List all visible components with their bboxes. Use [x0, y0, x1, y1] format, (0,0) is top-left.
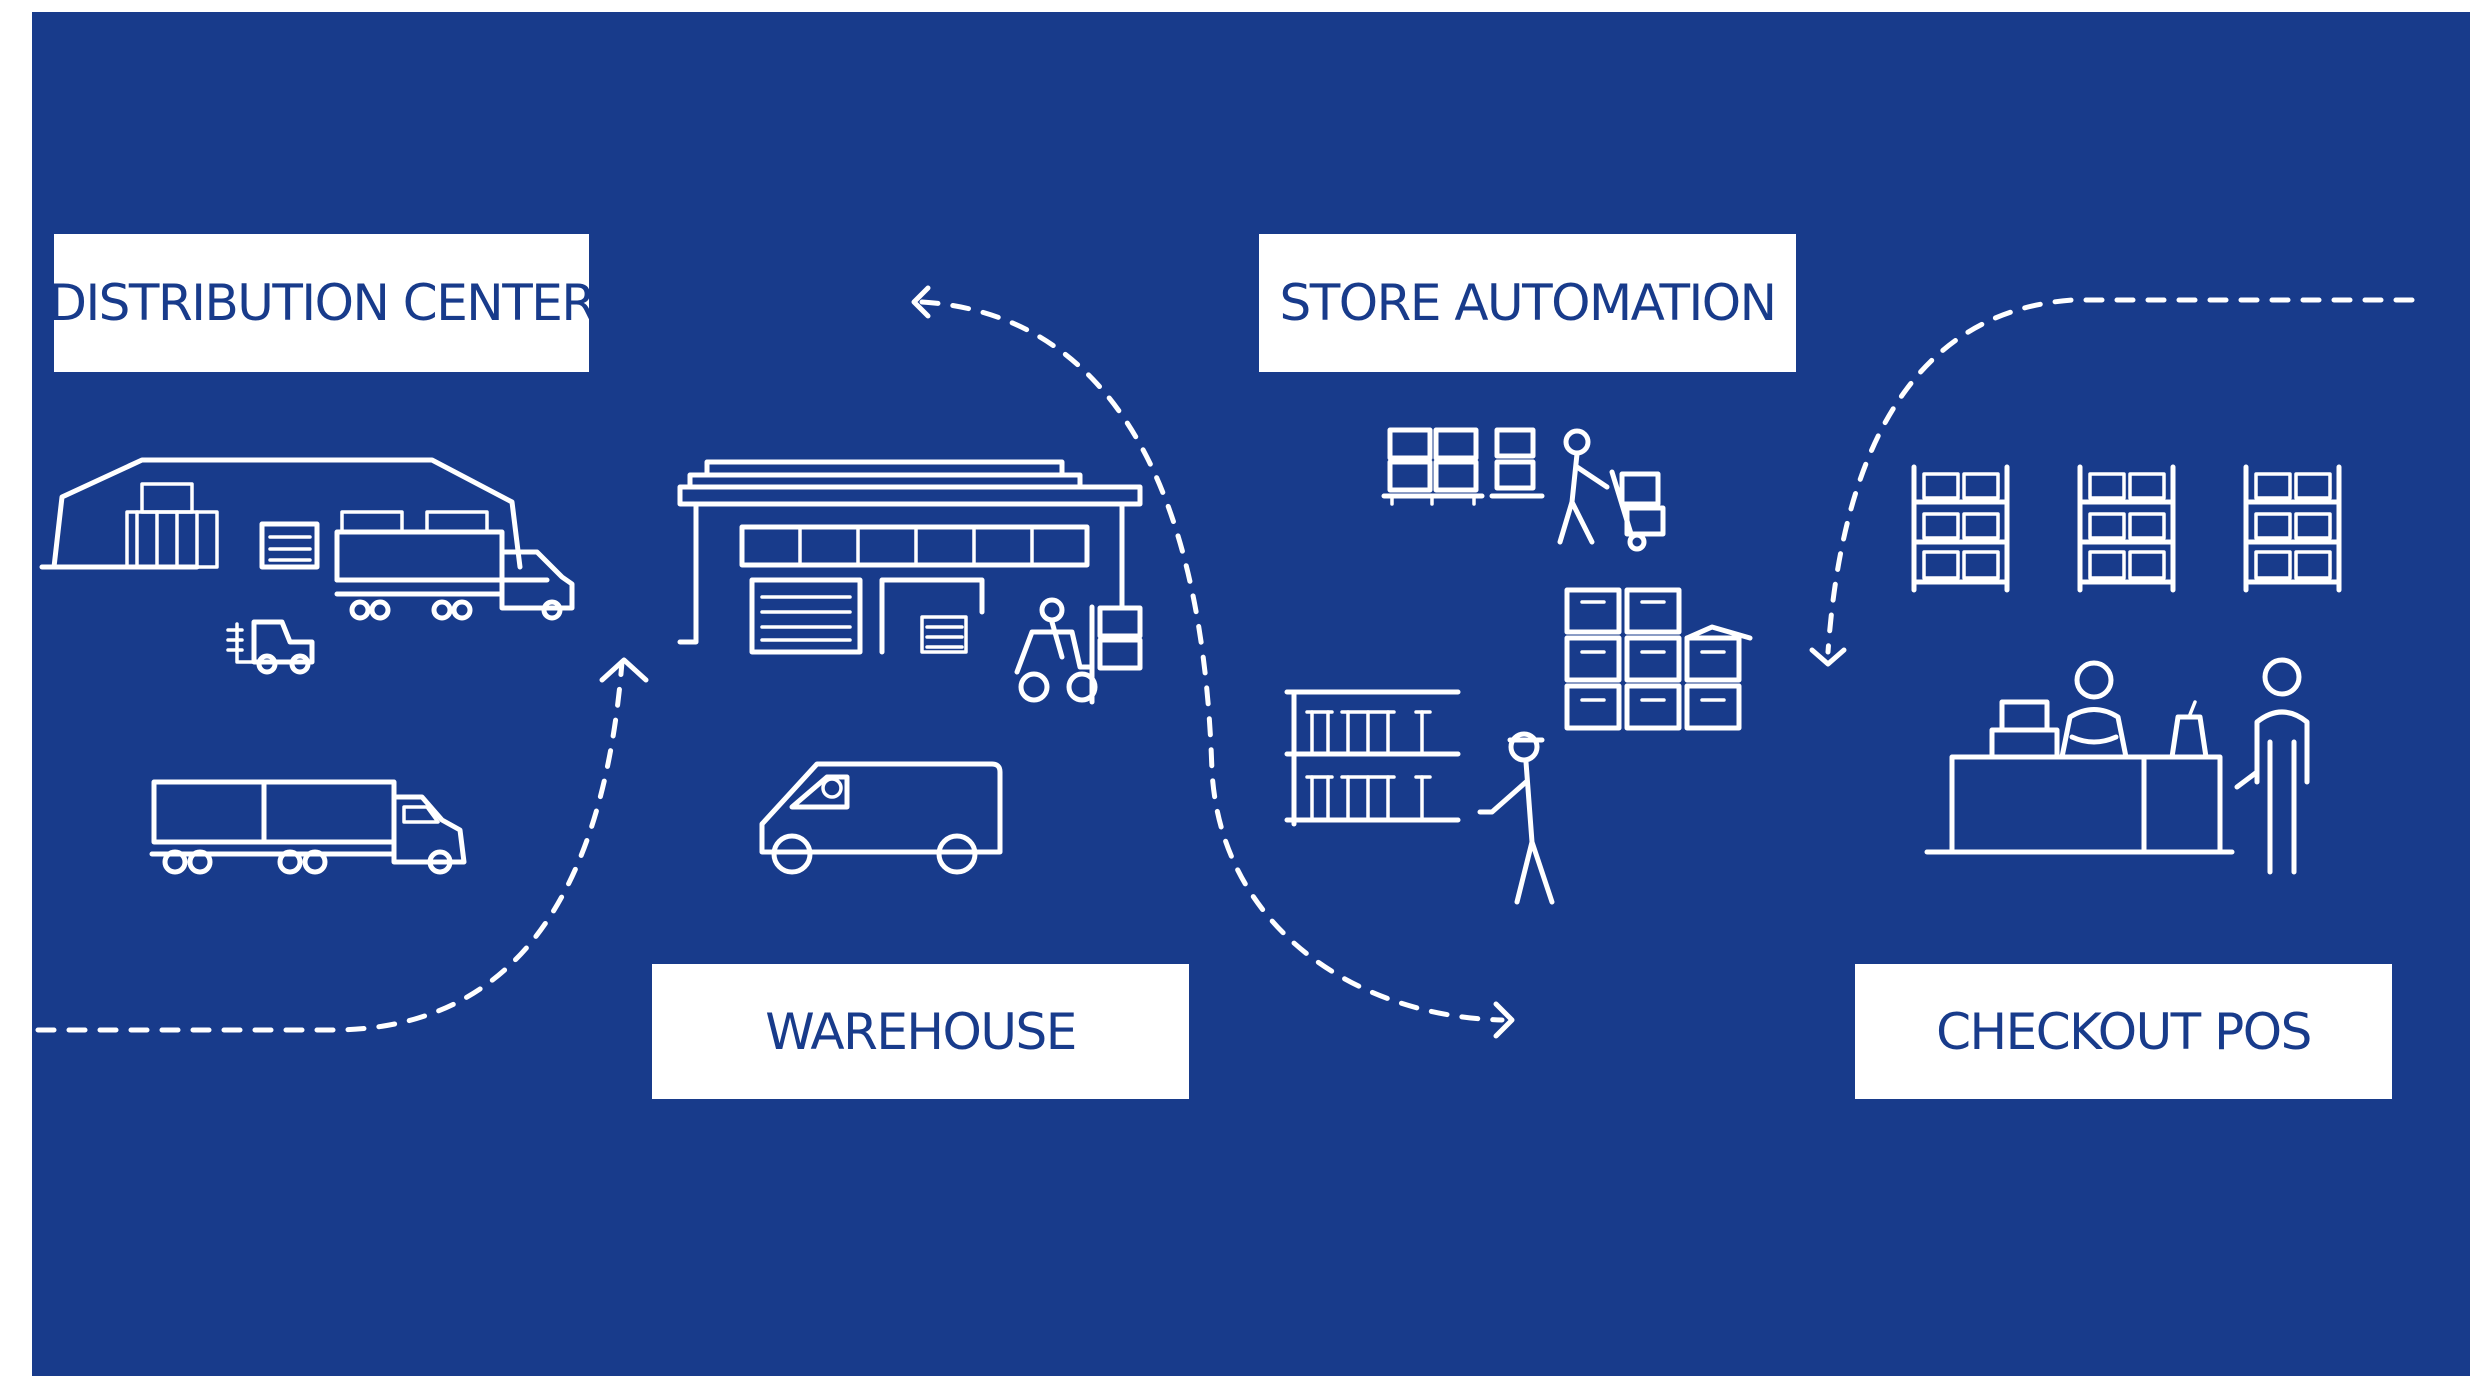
distribution-center-label: DISTRIBUTION CENTER	[54, 234, 589, 372]
bottle-shelf-icon	[1284, 689, 1461, 827]
supply-chain-diagram: DISTRIBUTION CENTER STORE AUTOMATION WAR…	[32, 12, 2470, 1376]
storage-rack-icon	[1911, 464, 2342, 593]
cashier-icon	[2059, 660, 2129, 760]
crate-stack-icon	[1564, 587, 1753, 731]
pallets-icon	[1381, 427, 1485, 506]
store-automation-label: STORE AUTOMATION	[1259, 234, 1796, 372]
delivery-van-icon	[759, 761, 1003, 875]
store-automation-text: STORE AUTOMATION	[1279, 274, 1777, 332]
semi-truck-icon	[149, 779, 467, 875]
distribution-building-icon	[39, 457, 575, 621]
flow-arrow-warehouse-to-store	[911, 285, 1515, 1039]
flow-arrow-pos-to-store	[1809, 297, 2415, 667]
distribution-center-text: DISTRIBUTION CENTER	[54, 274, 589, 332]
warehouse-label: WAREHOUSE	[652, 964, 1189, 1099]
flow-arrow-dc-to-warehouse	[35, 657, 649, 1033]
customer-icon	[2234, 657, 2310, 875]
stock-worker-icon	[1477, 731, 1555, 905]
hand-truck-worker-icon	[1489, 427, 1666, 552]
checkout-pos-text: CHECKOUT POS	[1936, 1002, 2312, 1061]
checkout-counter-icon	[1924, 699, 2235, 855]
warehouse-text: WAREHOUSE	[765, 1002, 1077, 1061]
diagram-artwork	[35, 285, 2415, 1039]
checkout-pos-label: CHECKOUT POS	[1855, 964, 2392, 1099]
forklift-icon	[226, 619, 315, 675]
warehouse-building-icon	[677, 459, 1143, 705]
